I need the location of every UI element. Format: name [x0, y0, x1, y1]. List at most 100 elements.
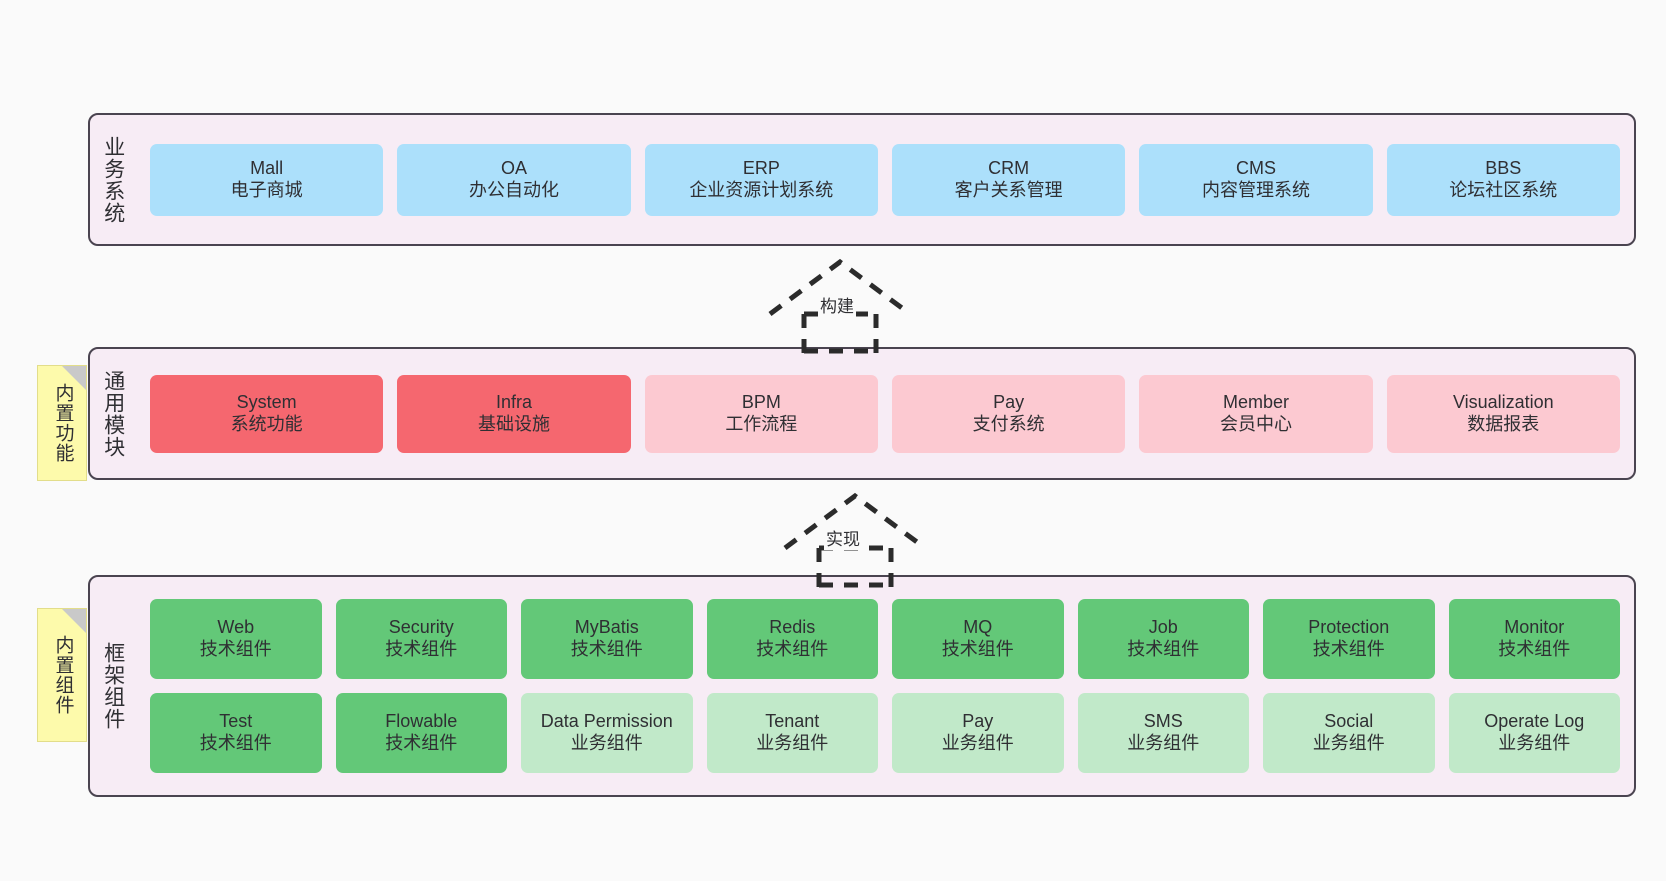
node-tenant[interactable]: Tenant 业务组件: [706, 693, 878, 773]
node-oa[interactable]: OA 办公自动化: [397, 143, 631, 216]
node-bbs[interactable]: BBS 论坛社区系统: [1386, 143, 1620, 216]
node-visualization[interactable]: Visualization 数据报表: [1386, 374, 1620, 453]
node-security[interactable]: Security 技术组件: [335, 599, 507, 679]
node-subtitle: 技术组件: [570, 639, 643, 659]
node-title: System: [236, 391, 297, 412]
node-title: Test: [219, 711, 253, 732]
layer-row: Web 技术组件 Security 技术组件 MyBatis 技术组件 Redi…: [150, 599, 1620, 679]
node-subtitle: 电子商城: [230, 179, 303, 200]
node-title: MyBatis: [574, 617, 639, 638]
node-operate-log[interactable]: Operate Log 业务组件: [1448, 693, 1620, 773]
node-title: Web: [217, 617, 255, 638]
node-subtitle: 业务组件: [570, 733, 643, 753]
node-title: Operate Log: [1484, 711, 1585, 732]
node-subtitle: 技术组件: [199, 733, 272, 753]
node-subtitle: 技术组件: [199, 639, 272, 659]
node-title: Pay: [993, 391, 1025, 412]
node-title: Visualization: [1452, 391, 1554, 412]
node-title: Security: [388, 617, 454, 638]
layer-common-modules: 通用模块 System 系统功能 Infra 基础设施 BPM 工作流程 Pay…: [88, 347, 1636, 480]
layer-body-framework-components: Web 技术组件 Security 技术组件 MyBatis 技术组件 Redi…: [136, 577, 1634, 795]
node-erp[interactable]: ERP 企业资源计划系统: [644, 143, 878, 216]
layer-business-systems: 业务系统 Mall 电子商城 OA 办公自动化 ERP 企业资源计划系统 CRM…: [88, 113, 1636, 246]
node-title: OA: [500, 157, 527, 178]
node-data-permission[interactable]: Data Permission 业务组件: [521, 693, 693, 773]
connector-implement-label: 实现: [824, 525, 862, 550]
node-test[interactable]: Test 技术组件: [150, 693, 322, 773]
node-member[interactable]: Member 会员中心: [1139, 374, 1373, 453]
node-pay[interactable]: Pay 支付系统: [891, 374, 1126, 453]
node-title: ERP: [742, 157, 780, 178]
node-subtitle: 企业资源计划系统: [689, 179, 834, 200]
node-crm[interactable]: CRM 客户关系管理: [891, 143, 1126, 216]
node-monitor[interactable]: Monitor 技术组件: [1448, 599, 1620, 679]
node-title: CRM: [988, 157, 1030, 178]
node-subtitle: 支付系统: [972, 413, 1045, 434]
node-system[interactable]: System 系统功能: [150, 374, 384, 453]
node-subtitle: 业务组件: [1498, 733, 1571, 753]
node-subtitle: 技术组件: [941, 639, 1014, 659]
layer-title-business-systems: 业务系统: [101, 135, 125, 224]
node-subtitle: 客户关系管理: [954, 179, 1063, 200]
node-title: Redis: [769, 617, 816, 638]
layer-title-common-modules: 通用模块: [101, 369, 125, 458]
node-subtitle: 业务组件: [1312, 733, 1385, 753]
node-protection[interactable]: Protection 技术组件: [1263, 599, 1435, 679]
node-subtitle: 会员中心: [1219, 413, 1292, 434]
note-builtin-functions: 内置功能: [37, 365, 87, 481]
node-web[interactable]: Web 技术组件: [150, 599, 322, 679]
node-title: BPM: [741, 391, 781, 412]
node-social[interactable]: Social 业务组件: [1263, 693, 1435, 773]
node-mq[interactable]: MQ 技术组件: [892, 599, 1064, 679]
node-subtitle: 工作流程: [725, 413, 798, 434]
node-job[interactable]: Job 技术组件: [1077, 599, 1249, 679]
node-subtitle: 技术组件: [385, 639, 458, 659]
layer-body-common-modules: System 系统功能 Infra 基础设施 BPM 工作流程 Pay 支付系统…: [136, 349, 1634, 478]
node-cms[interactable]: CMS 内容管理系统: [1139, 143, 1373, 216]
node-infra[interactable]: Infra 基础设施: [397, 374, 631, 453]
layer-framework-components: 框架组件 Web 技术组件 Security 技术组件 MyBatis 技术组件…: [88, 575, 1636, 797]
node-subtitle: 技术组件: [1127, 639, 1200, 659]
node-mybatis[interactable]: MyBatis 技术组件: [521, 599, 693, 679]
node-subtitle: 内容管理系统: [1201, 179, 1310, 200]
node-sms[interactable]: SMS 业务组件: [1077, 693, 1249, 773]
node-title: Social: [1324, 711, 1374, 732]
node-title: Job: [1148, 617, 1178, 638]
node-mall[interactable]: Mall 电子商城: [150, 143, 384, 216]
layer-row: Test 技术组件 Flowable 技术组件 Data Permission …: [150, 693, 1620, 773]
node-title: Protection: [1308, 617, 1390, 638]
node-title: Infra: [495, 391, 532, 412]
connector-build-label: 构建: [818, 292, 856, 317]
node-title: Tenant: [765, 711, 820, 732]
node-subtitle: 论坛社区系统: [1449, 179, 1558, 200]
layer-body-business-systems: Mall 电子商城 OA 办公自动化 ERP 企业资源计划系统 CRM 客户关系…: [136, 115, 1634, 244]
node-subtitle: 办公自动化: [468, 179, 559, 200]
node-subtitle: 业务组件: [941, 733, 1014, 753]
node-bpm[interactable]: BPM 工作流程: [644, 374, 878, 453]
layer-row: Mall 电子商城 OA 办公自动化 ERP 企业资源计划系统 CRM 客户关系…: [150, 143, 1620, 216]
node-pay-component[interactable]: Pay 业务组件: [892, 693, 1064, 773]
node-title: Monitor: [1504, 617, 1565, 638]
node-title: Data Permission: [540, 711, 673, 732]
node-subtitle: 技术组件: [756, 639, 829, 659]
node-title: Mall: [250, 157, 284, 178]
node-subtitle: 系统功能: [230, 413, 303, 434]
layer-row: System 系统功能 Infra 基础设施 BPM 工作流程 Pay 支付系统…: [150, 374, 1620, 453]
node-title: BBS: [1485, 157, 1522, 178]
node-flowable[interactable]: Flowable 技术组件: [335, 693, 507, 773]
node-subtitle: 技术组件: [1498, 639, 1571, 659]
node-subtitle: 业务组件: [756, 733, 829, 753]
node-title: MQ: [963, 617, 993, 638]
node-subtitle: 基础设施: [477, 413, 550, 434]
node-title: Member: [1222, 391, 1289, 412]
node-title: Pay: [962, 711, 994, 732]
node-title: SMS: [1143, 711, 1183, 732]
node-title: CMS: [1235, 157, 1276, 178]
layer-title-framework-components: 框架组件: [101, 642, 125, 730]
node-subtitle: 业务组件: [1127, 733, 1200, 753]
node-redis[interactable]: Redis 技术组件: [706, 599, 878, 679]
node-subtitle: 数据报表: [1467, 413, 1540, 434]
note-builtin-components: 内置组件: [37, 608, 87, 742]
node-title: Flowable: [385, 711, 458, 732]
